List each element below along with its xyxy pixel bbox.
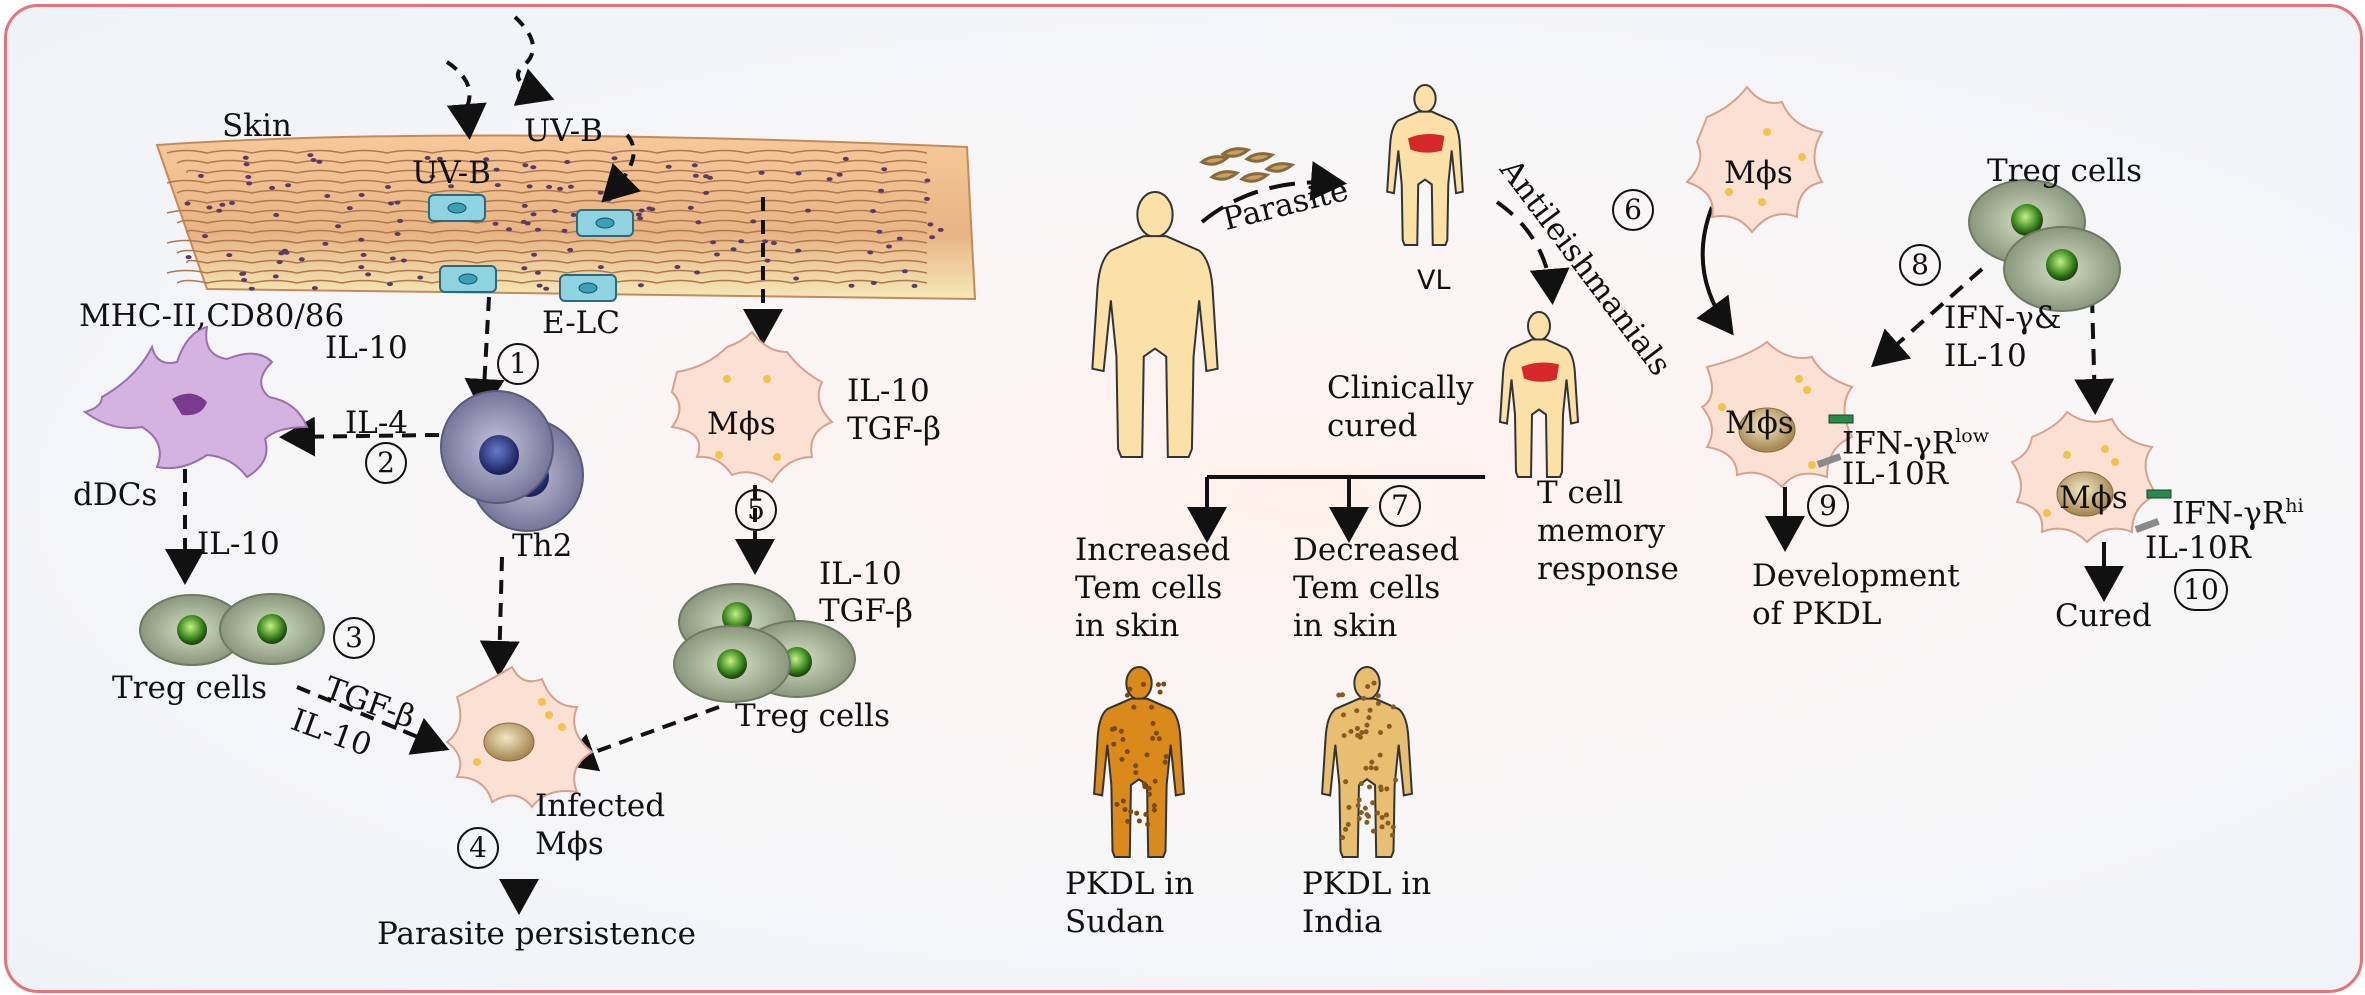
decreased-tem-label: Decreased Tem cells in skin [1293,532,1460,644]
mphis-low-label: Mϕs [1725,405,1794,441]
langerhans-cells [428,194,634,302]
th2-cells [440,390,584,532]
il10r-hi-label: IL-10R [2145,530,2252,566]
treg-to-infected-2-arrow [559,705,720,772]
macrophage-hi [2010,410,2172,544]
mphis-top-label: Mϕs [1724,155,1793,191]
step-9: 9 [1807,485,1849,527]
treg-right-label: Treg cells [1987,153,2142,189]
diagram-canvas [82,15,2172,915]
lc-to-th2-arrow [464,296,505,415]
mphis-mid-label: Mϕs [707,406,776,442]
ifngr-low-label: IFN-γRlow [1842,425,1990,462]
treg-to-infected-arrow [296,685,450,755]
branch-lines [1207,475,1485,535]
th2-label: Th2 [512,528,573,564]
il4-label: IL-4 [345,405,409,441]
ddcs-label: dDCs [73,477,158,513]
human-sudan [1093,666,1185,858]
treg-mid-label: Treg cells [735,698,890,734]
treg-cells-right [1968,179,2121,312]
step-5: 5 [735,489,777,531]
il10r-low-label: IL-10R [1842,456,1949,492]
step-8: 8 [1899,244,1941,286]
tgfb-treg-label: TGF-β [819,593,913,629]
increased-tem-label: Increased Tem cells in skin [1075,532,1231,644]
th2-to-ddc-arrow [279,416,440,457]
pkdl-india-label: PKDL in India [1302,866,1432,940]
human-cured [1498,311,1580,478]
il10-mphi-label: IL-10 [847,373,930,409]
ifngr-hi-label: IFN-γRhi [2172,495,2304,532]
uvb-arrow-2 [445,60,487,140]
step-4: 4 [457,827,499,869]
tgfb-mphi-label: TGF-β [847,411,941,447]
human-main [1091,191,1219,458]
mphi-to-mphi-arrow [1696,206,1734,336]
development-pkdl-label: Development of PKDL [1752,558,1960,632]
macrophage-low [1700,340,1854,489]
mphis-hi-label: Mϕs [2059,480,2128,516]
macrophage-mid [670,330,834,484]
ifng-il10-label: IFN-γ& IL-10 [1944,300,2062,374]
pkdl-sudan-label: PKDL in Sudan [1065,866,1195,940]
step-7: 7 [1379,485,1421,527]
step-3: 3 [333,617,375,659]
step-10: 10 [2174,569,2228,611]
mhc-label: MHC-II,CD80/86 [79,298,345,334]
ddc-cell [82,325,309,479]
infected-mphis-label: Infected Mϕs [535,788,666,862]
uvb-label-mid: UV-B [412,155,491,191]
il10-up-label: IL-10 [325,330,408,366]
clinically-cured-label: Clinically cured [1327,370,1474,444]
skin-tissue [155,134,977,301]
elc-label: E-LC [542,305,620,341]
skin-label: Skin [222,108,292,144]
treg-to-mphi-hi-arrow [2074,296,2115,415]
macrophage-top-right [1685,85,1824,234]
macrophage-infected [445,665,594,809]
il10-ddc-label: IL-10 [197,526,280,562]
human-vl [1386,84,1464,246]
cured-label: Cured [2055,598,2152,634]
il10-treg-label: IL-10 [819,556,902,592]
parasite-persistence-label: Parasite persistence [377,916,696,952]
uvb-arrow-3 [601,133,641,203]
th2-to-infected-arrow [479,556,520,677]
human-india [1321,666,1413,858]
diagram-frame: Skin UV-B UV-B MHC-II,CD80/86 IL-10 E-LC… [4,4,2363,993]
uvb-label-top: UV-B [524,113,603,149]
vl-label: VL [1417,265,1451,296]
parasites [1199,147,1296,183]
uvb-arrow-1 [513,15,555,106]
step-6: 6 [1612,189,1654,231]
treg-cells-mid [673,583,856,703]
parasite-arrow [1200,161,1347,224]
treg-left-label: Treg cells [112,670,267,706]
arrows [165,15,2124,915]
treg-cells-left [139,593,325,666]
step-2: 2 [365,442,407,484]
vl-to-cured-arrow [1495,200,1570,305]
tcell-memory-label: T cell memory response [1537,475,1679,587]
step-1: 1 [497,343,539,385]
treg-to-mphi-low-arrow [1871,267,1984,368]
